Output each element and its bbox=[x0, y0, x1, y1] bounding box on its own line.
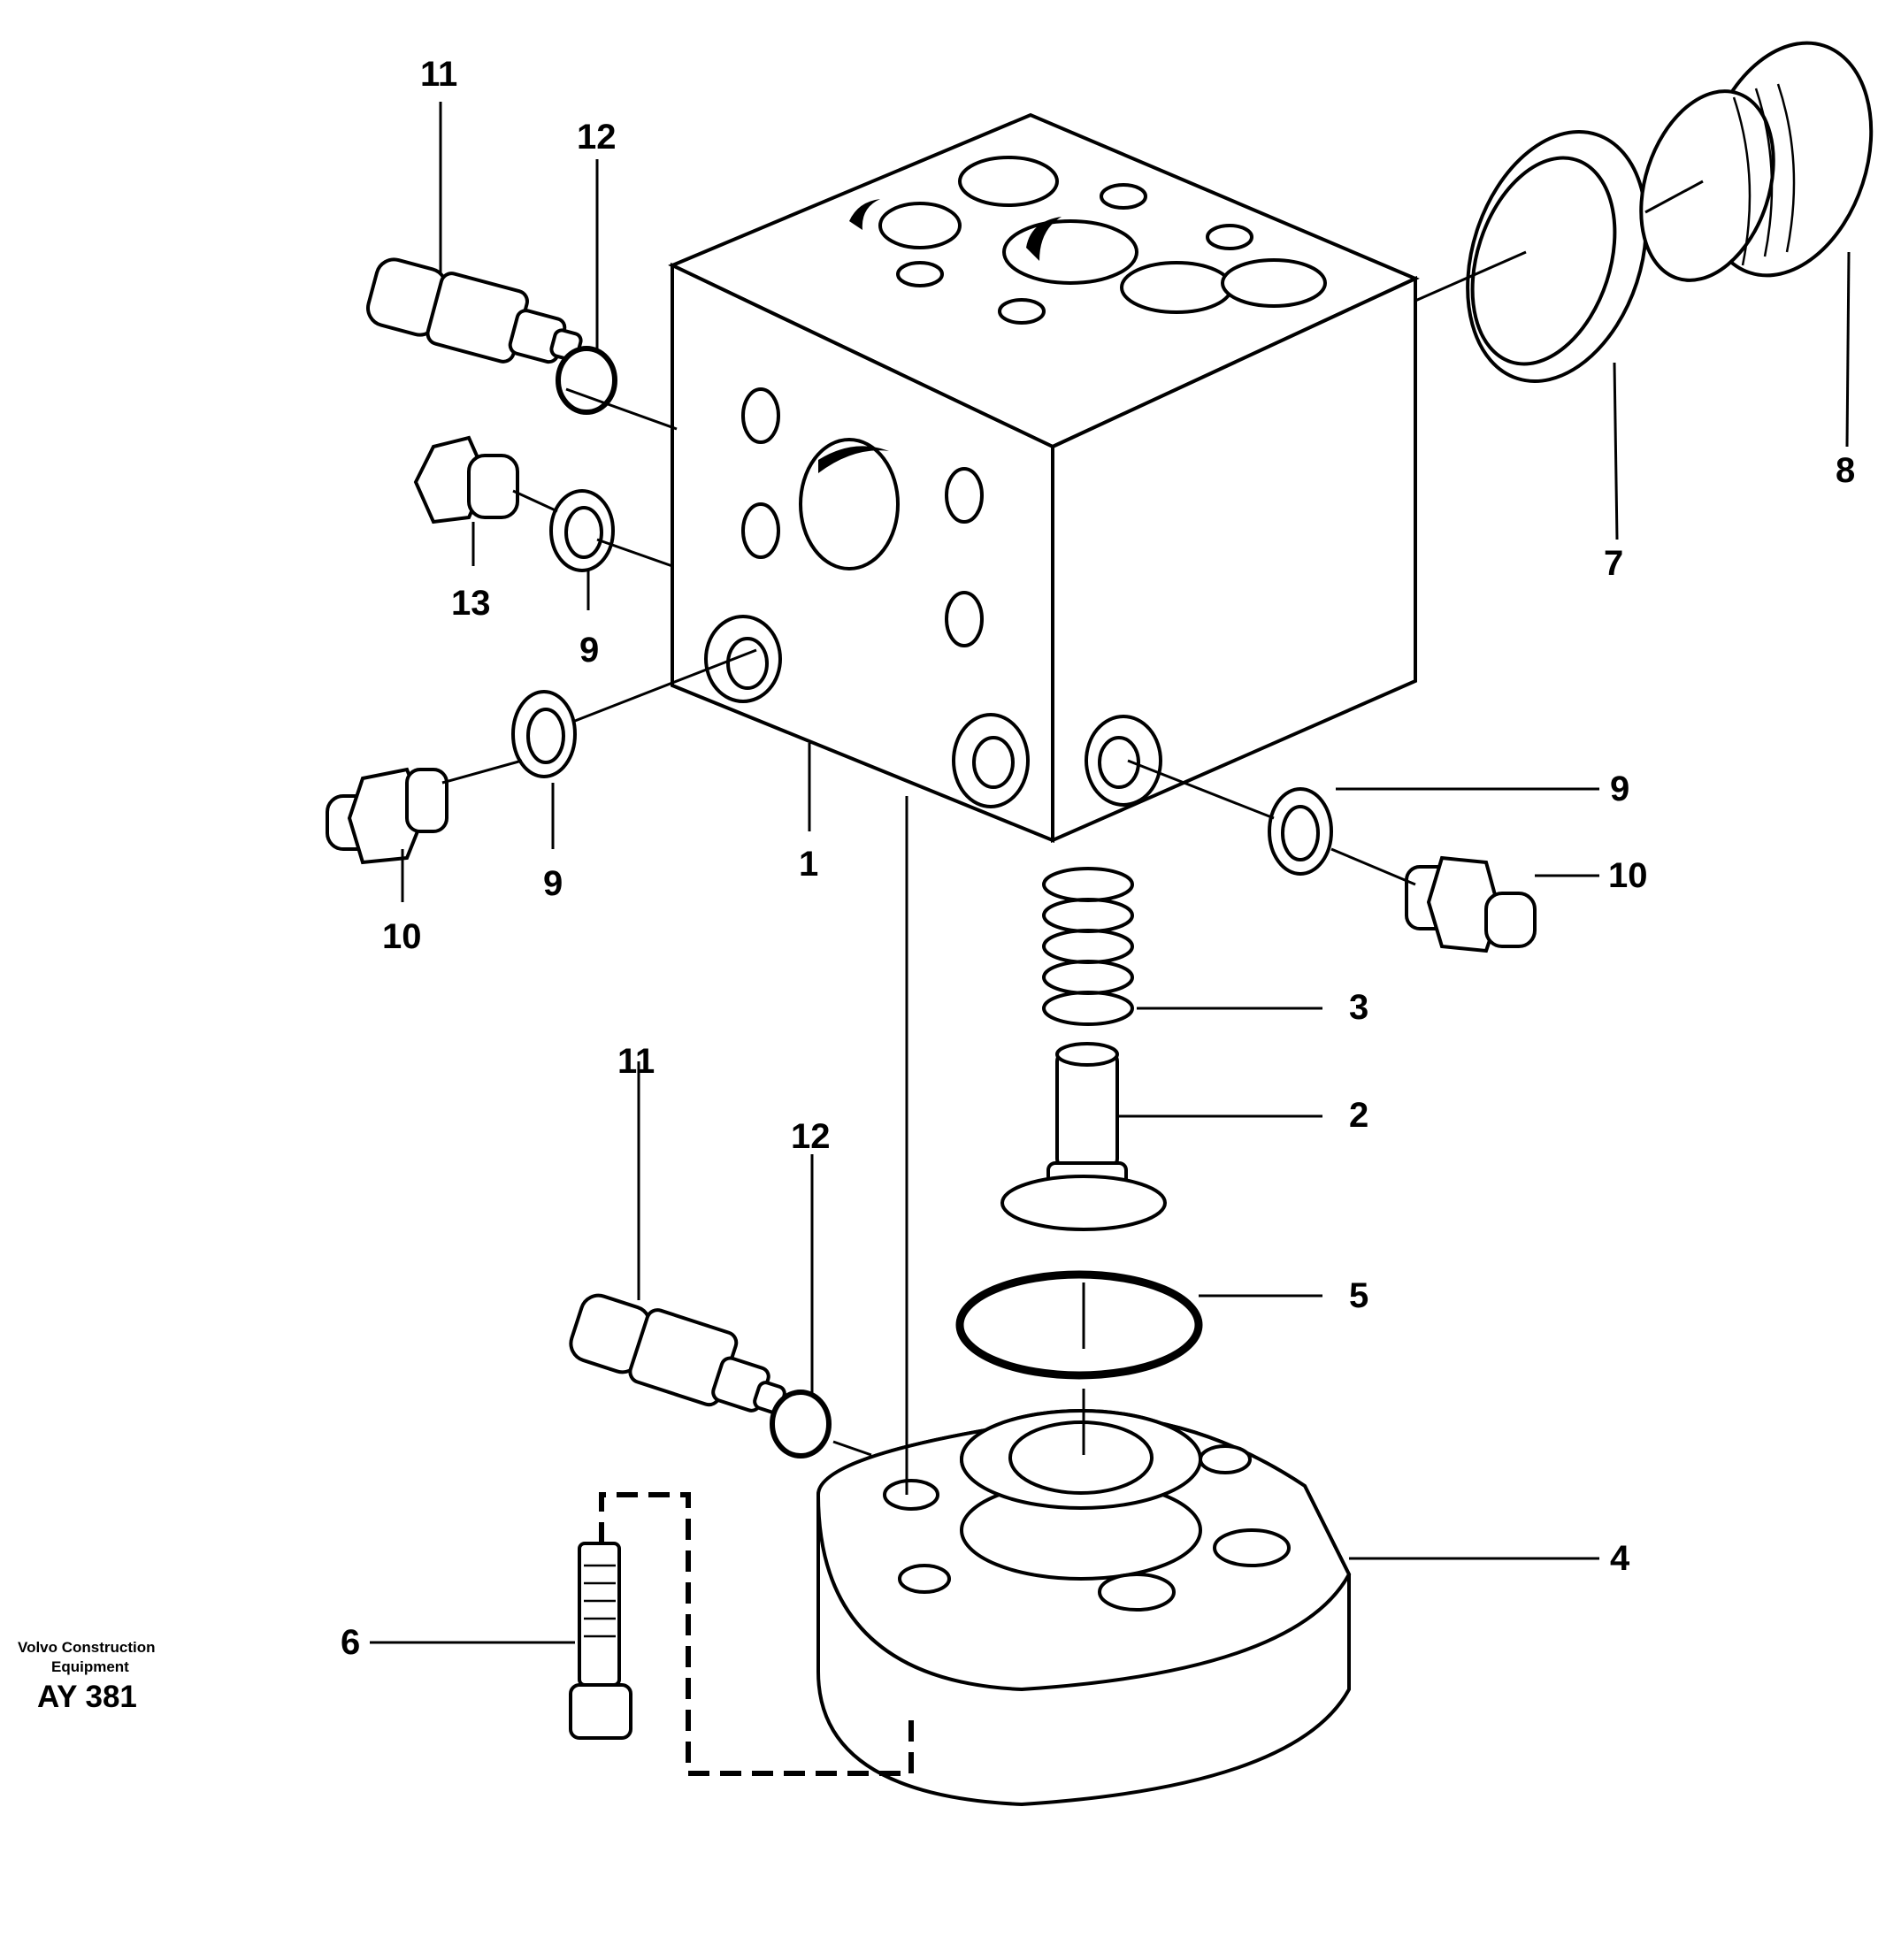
callout-11-lower: 11 bbox=[617, 1042, 655, 1081]
callout-4: 4 bbox=[1610, 1539, 1630, 1578]
o-ring-small-lower bbox=[770, 1390, 832, 1459]
hex-plug bbox=[413, 435, 519, 524]
spring bbox=[1042, 867, 1134, 1026]
callout-2: 2 bbox=[1349, 1096, 1368, 1135]
callout-11-top: 11 bbox=[420, 55, 457, 94]
nipple-left bbox=[326, 767, 448, 865]
callout-7: 7 bbox=[1604, 544, 1623, 583]
drawing-code: AY 381 bbox=[37, 1680, 137, 1714]
washer-upper bbox=[549, 489, 615, 572]
valve-cartridge-lower bbox=[569, 1293, 786, 1414]
seal-ring bbox=[1466, 130, 1648, 383]
callout-5: 5 bbox=[1349, 1276, 1368, 1315]
callout-labels: 11 12 13 9 1 9 10 9 10 3 2 5 4 6 11 12 7… bbox=[341, 55, 1855, 1662]
screw bbox=[569, 1542, 632, 1740]
washer-right bbox=[1268, 787, 1333, 876]
callout-1: 1 bbox=[799, 845, 818, 884]
flange bbox=[816, 1409, 1352, 1807]
plug bbox=[1639, 41, 1874, 282]
o-ring bbox=[955, 1270, 1203, 1380]
leader-lines bbox=[370, 102, 1851, 1776]
callout-9-left: 9 bbox=[543, 864, 563, 903]
valve-block bbox=[668, 112, 1420, 844]
valve-cartridge-top bbox=[366, 257, 583, 364]
callout-10-right: 10 bbox=[1608, 856, 1648, 895]
valve-stem bbox=[1000, 1042, 1167, 1231]
callout-9-right: 9 bbox=[1610, 769, 1629, 808]
callout-8: 8 bbox=[1836, 451, 1855, 490]
callout-3: 3 bbox=[1349, 988, 1368, 1027]
washer-left bbox=[511, 690, 577, 778]
callout-12-top: 12 bbox=[577, 118, 617, 157]
callout-9-upper: 9 bbox=[579, 631, 599, 670]
callout-13: 13 bbox=[451, 584, 491, 623]
o-ring-small-top bbox=[556, 346, 617, 415]
callout-10-left: 10 bbox=[382, 917, 422, 956]
nipple-right bbox=[1405, 855, 1537, 953]
callout-6: 6 bbox=[341, 1623, 360, 1662]
callout-12-lower: 12 bbox=[791, 1117, 831, 1156]
